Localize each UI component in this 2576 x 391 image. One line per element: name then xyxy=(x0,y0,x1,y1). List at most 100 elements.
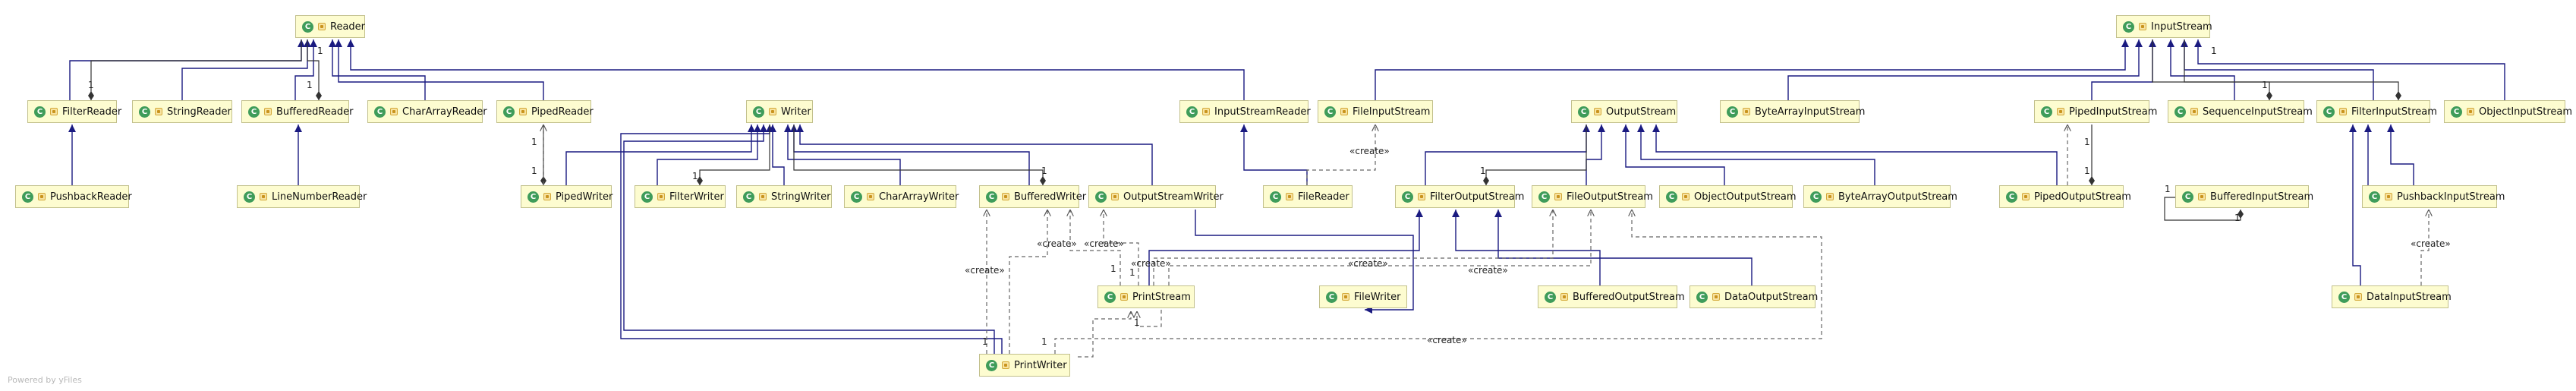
class-output-stream[interactable]: C OutputStream xyxy=(1571,100,1677,123)
inheritance-edge xyxy=(329,39,426,100)
class-name: FilterInputStream xyxy=(2351,106,2437,118)
class-name: DataInputStream xyxy=(2367,291,2452,303)
public-visibility-icon xyxy=(2057,108,2064,115)
class-icon: C xyxy=(2182,191,2193,203)
multiplicity-label: 1 xyxy=(307,80,313,90)
multiplicity-label: 1 xyxy=(1041,166,1047,176)
multiplicity-label: 1 xyxy=(2234,213,2241,223)
class-name: ByteArrayOutputStream xyxy=(1838,191,1957,203)
public-visibility-icon xyxy=(390,108,398,115)
class-name: ObjectInputStream xyxy=(2479,106,2573,118)
multiplicity-label: 1 xyxy=(1134,317,1140,328)
multiplicity-label: 1 xyxy=(531,166,537,176)
inheritance-edge xyxy=(796,125,1153,185)
class-icon: C xyxy=(986,191,997,203)
public-visibility-icon xyxy=(1286,193,1293,200)
public-visibility-icon xyxy=(1202,108,1210,115)
create-dependency-label: «create» xyxy=(965,265,1005,276)
inheritance-edge xyxy=(181,39,311,100)
public-visibility-icon xyxy=(519,108,527,115)
inheritance-edge xyxy=(1586,125,1605,185)
class-icon: C xyxy=(1538,191,1550,203)
class-name: FilterOutputStream xyxy=(1430,191,1525,203)
class-sequence-input-stream[interactable]: C SequenceInputStream xyxy=(2168,100,2313,123)
multiplicity-label: 1 xyxy=(531,137,537,147)
class-icon: C xyxy=(374,106,386,118)
class-icon: C xyxy=(2006,191,2017,203)
class-name: OutputStream xyxy=(1606,106,1677,118)
class-name: FilterWriter xyxy=(669,191,724,203)
create-dependency-edge xyxy=(1009,210,1047,354)
public-visibility-icon xyxy=(1342,293,1349,301)
inheritance-edge xyxy=(784,125,901,185)
inheritance-edge xyxy=(1452,210,1601,285)
class-name: SequenceInputStream xyxy=(2203,106,2313,118)
public-visibility-icon xyxy=(155,108,162,115)
class-icon: C xyxy=(248,106,260,118)
public-visibility-icon xyxy=(260,193,267,200)
public-visibility-icon xyxy=(1682,193,1690,200)
create-dependency-edge xyxy=(1168,210,1591,285)
create-dependency-label: «create» xyxy=(2411,238,2451,249)
class-name: InputStream xyxy=(2151,20,2212,33)
class-icon: C xyxy=(1324,106,1336,118)
class-icon: C xyxy=(1402,191,1413,203)
multiplicity-label: 1 xyxy=(2262,80,2268,90)
inheritance-edge xyxy=(2349,125,2361,285)
class-filter-output-stream[interactable]: C FilterOutputStream xyxy=(1395,185,1524,208)
inheritance-edge xyxy=(1787,39,2143,100)
multiplicity-label: 1 xyxy=(1480,166,1486,176)
class-icon: C xyxy=(1578,106,1589,118)
multiplicity-label: 1 xyxy=(317,46,323,56)
public-visibility-icon xyxy=(1560,293,1568,301)
class-name: LineNumberReader xyxy=(272,191,367,203)
public-visibility-icon xyxy=(769,108,776,115)
multiplicity-label: 1 xyxy=(88,80,94,90)
public-visibility-icon xyxy=(2198,193,2206,200)
public-visibility-icon xyxy=(264,108,272,115)
create-dependency-label: «create» xyxy=(1348,258,1388,269)
class-name: FileWriter xyxy=(1354,291,1401,303)
class-icon: C xyxy=(22,191,33,203)
class-icon: C xyxy=(1666,191,1677,203)
class-icon: C xyxy=(2174,106,2186,118)
class-name: BufferedOutputStream xyxy=(1573,291,1685,303)
public-visibility-icon xyxy=(1418,193,1425,200)
class-icon: C xyxy=(1270,191,1281,203)
